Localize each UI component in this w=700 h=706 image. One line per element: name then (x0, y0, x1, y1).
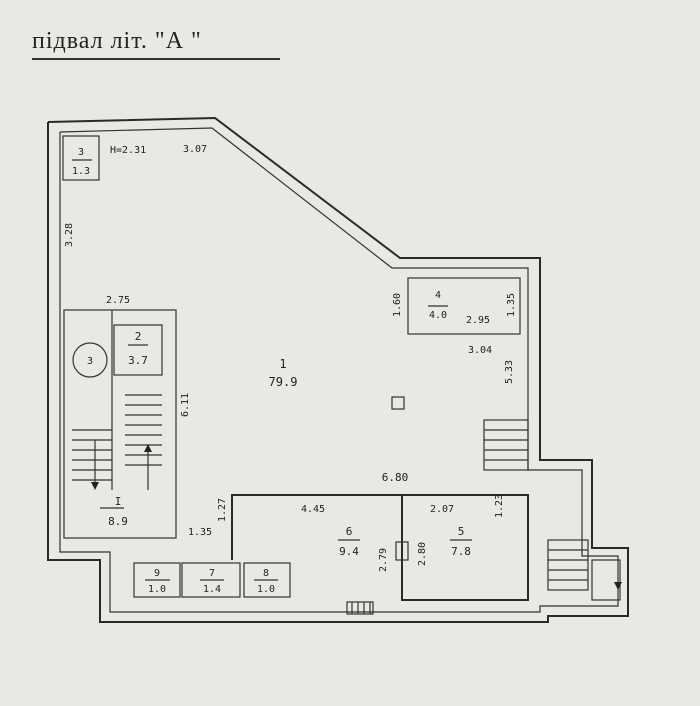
room-5-area: 7.8 (451, 545, 471, 558)
dim-207: 2.07 (430, 504, 454, 515)
dim-328: 3.28 (64, 223, 75, 247)
dim-533: 5.33 (504, 360, 515, 384)
partition-6-5 (231, 494, 529, 601)
room-2-outline (113, 324, 163, 376)
room-1-number: 1 (279, 357, 286, 371)
room-2-area: 3.7 (128, 354, 148, 367)
room-9-area: 1.0 (148, 584, 166, 595)
stair-treads-left (72, 429, 112, 481)
room-8-number: 8 (263, 568, 269, 579)
room-I-area: 8.9 (108, 515, 128, 528)
room-5-number: 5 (458, 525, 465, 538)
dim-127: 1.27 (217, 498, 228, 522)
room-3-outline (62, 135, 100, 181)
arrow-right-stair-icon (614, 582, 622, 590)
room-6-number: 6 (346, 525, 353, 538)
room-2-number: 2 (135, 330, 142, 343)
room-I-number: I (115, 495, 122, 508)
room-8-outline (243, 562, 291, 598)
room-3-number: 3 (78, 147, 84, 158)
dim-275: 2.75 (106, 295, 130, 306)
height-mark: H=2.31 (110, 145, 146, 156)
room-7-area: 1.4 (203, 584, 221, 595)
circle-label: 3 (87, 356, 93, 367)
dim-135-left: 1.35 (188, 527, 212, 538)
inner-wall-outline (59, 127, 619, 613)
bottom-window (346, 601, 374, 615)
dim-295: 2.95 (466, 315, 490, 326)
room-4-outline (407, 277, 521, 335)
room-9-outline (133, 562, 181, 598)
title-underline (32, 58, 280, 60)
dim-611: 6.11 (180, 393, 191, 417)
room-7-number: 7 (209, 568, 215, 579)
room-8-area: 1.0 (257, 584, 275, 595)
room-4-number: 4 (435, 290, 441, 301)
plan-title: підвал літ. "А " (32, 28, 202, 54)
room-7-outline (181, 562, 241, 598)
column (395, 541, 409, 561)
floor-marker (391, 396, 405, 410)
circle-element (72, 342, 108, 378)
outer-wall (47, 116, 629, 623)
stair-block (63, 309, 177, 539)
dim-307: 3.07 (183, 144, 207, 155)
room-6-area: 9.4 (339, 545, 359, 558)
room-1-area: 79.9 (269, 375, 298, 389)
dim-280: 2.80 (417, 542, 428, 566)
room-4-area: 4.0 (429, 310, 447, 321)
dim-160: 1.60 (392, 293, 403, 317)
dim-445: 4.45 (301, 504, 325, 515)
dim-123: 1.23 (494, 494, 505, 518)
dim-135-right: 1.35 (506, 293, 517, 317)
stair-treads-right (125, 394, 162, 466)
arrow-up-icon (144, 444, 152, 452)
room-3-area: 1.3 (72, 166, 90, 177)
dim-279: 2.79 (378, 548, 389, 572)
dim-304: 3.04 (468, 345, 492, 356)
room-9-number: 9 (154, 568, 160, 579)
arrow-down-icon (91, 482, 99, 490)
right-stair (483, 419, 621, 601)
dim-680: 6.80 (382, 471, 409, 484)
